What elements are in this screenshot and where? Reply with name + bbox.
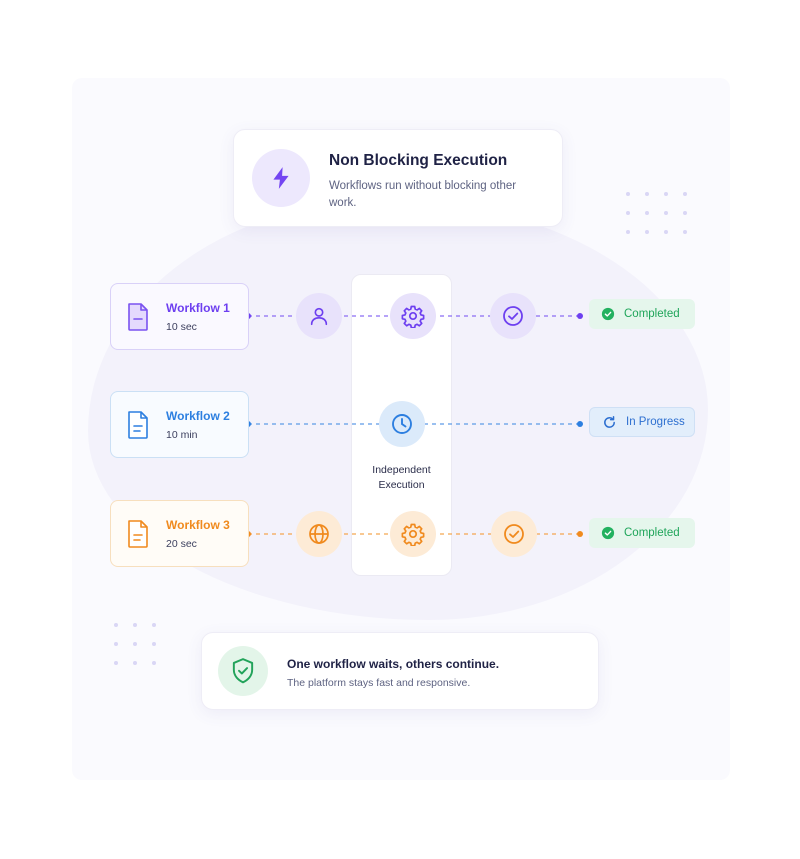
- shield-check-icon: [218, 646, 268, 696]
- workflow-duration: 20 sec: [166, 538, 197, 550]
- gear-icon: [390, 293, 436, 339]
- status-badge-workflow-1: Completed: [589, 299, 695, 329]
- status-label: Completed: [624, 308, 680, 320]
- workflow-name: Workflow 2: [166, 409, 230, 423]
- status-label: Completed: [624, 527, 680, 539]
- footer-card: One workflow waits, others continue. The…: [201, 632, 599, 710]
- gear-icon: [390, 511, 436, 557]
- workflow-name: Workflow 3: [166, 518, 230, 532]
- lightning-icon: [252, 149, 310, 207]
- document-icon: [126, 519, 150, 554]
- status-label: In Progress: [626, 416, 685, 428]
- document-icon: [126, 410, 150, 445]
- status-badge-workflow-2: In Progress: [589, 407, 695, 437]
- header-subtitle: Workflows run without blocking other wor…: [329, 180, 517, 209]
- clock-icon: [379, 401, 425, 447]
- globe-icon: [296, 511, 342, 557]
- workflow-name: Workflow 1: [166, 301, 230, 315]
- decorative-dots-top-right: [626, 192, 687, 234]
- workflow-card-1[interactable]: Workflow 1 10 sec: [110, 283, 249, 350]
- check-circle-icon: [490, 293, 536, 339]
- document-icon: [126, 302, 150, 337]
- workflow-duration: 10 min: [166, 429, 198, 441]
- check-circle-icon: [601, 526, 615, 540]
- header-card: Non Blocking Execution Workflows run wit…: [233, 129, 563, 227]
- check-circle-icon: [491, 511, 537, 557]
- workflow-duration: 10 sec: [166, 321, 197, 333]
- refresh-icon: [602, 415, 617, 430]
- workflow-card-3[interactable]: Workflow 3 20 sec: [110, 500, 249, 567]
- check-circle-icon: [601, 307, 615, 321]
- user-icon: [296, 293, 342, 339]
- status-badge-workflow-3: Completed: [589, 518, 695, 548]
- workflow-card-2[interactable]: Workflow 2 10 min: [110, 391, 249, 458]
- header-title: Non Blocking Execution: [329, 152, 508, 169]
- independent-execution-label: Independent Execution: [372, 464, 431, 491]
- footer-subtitle: The platform stays fast and responsive.: [287, 677, 471, 689]
- decorative-dots-bottom-left: [114, 623, 156, 665]
- footer-title: One workflow waits, others continue.: [287, 657, 500, 671]
